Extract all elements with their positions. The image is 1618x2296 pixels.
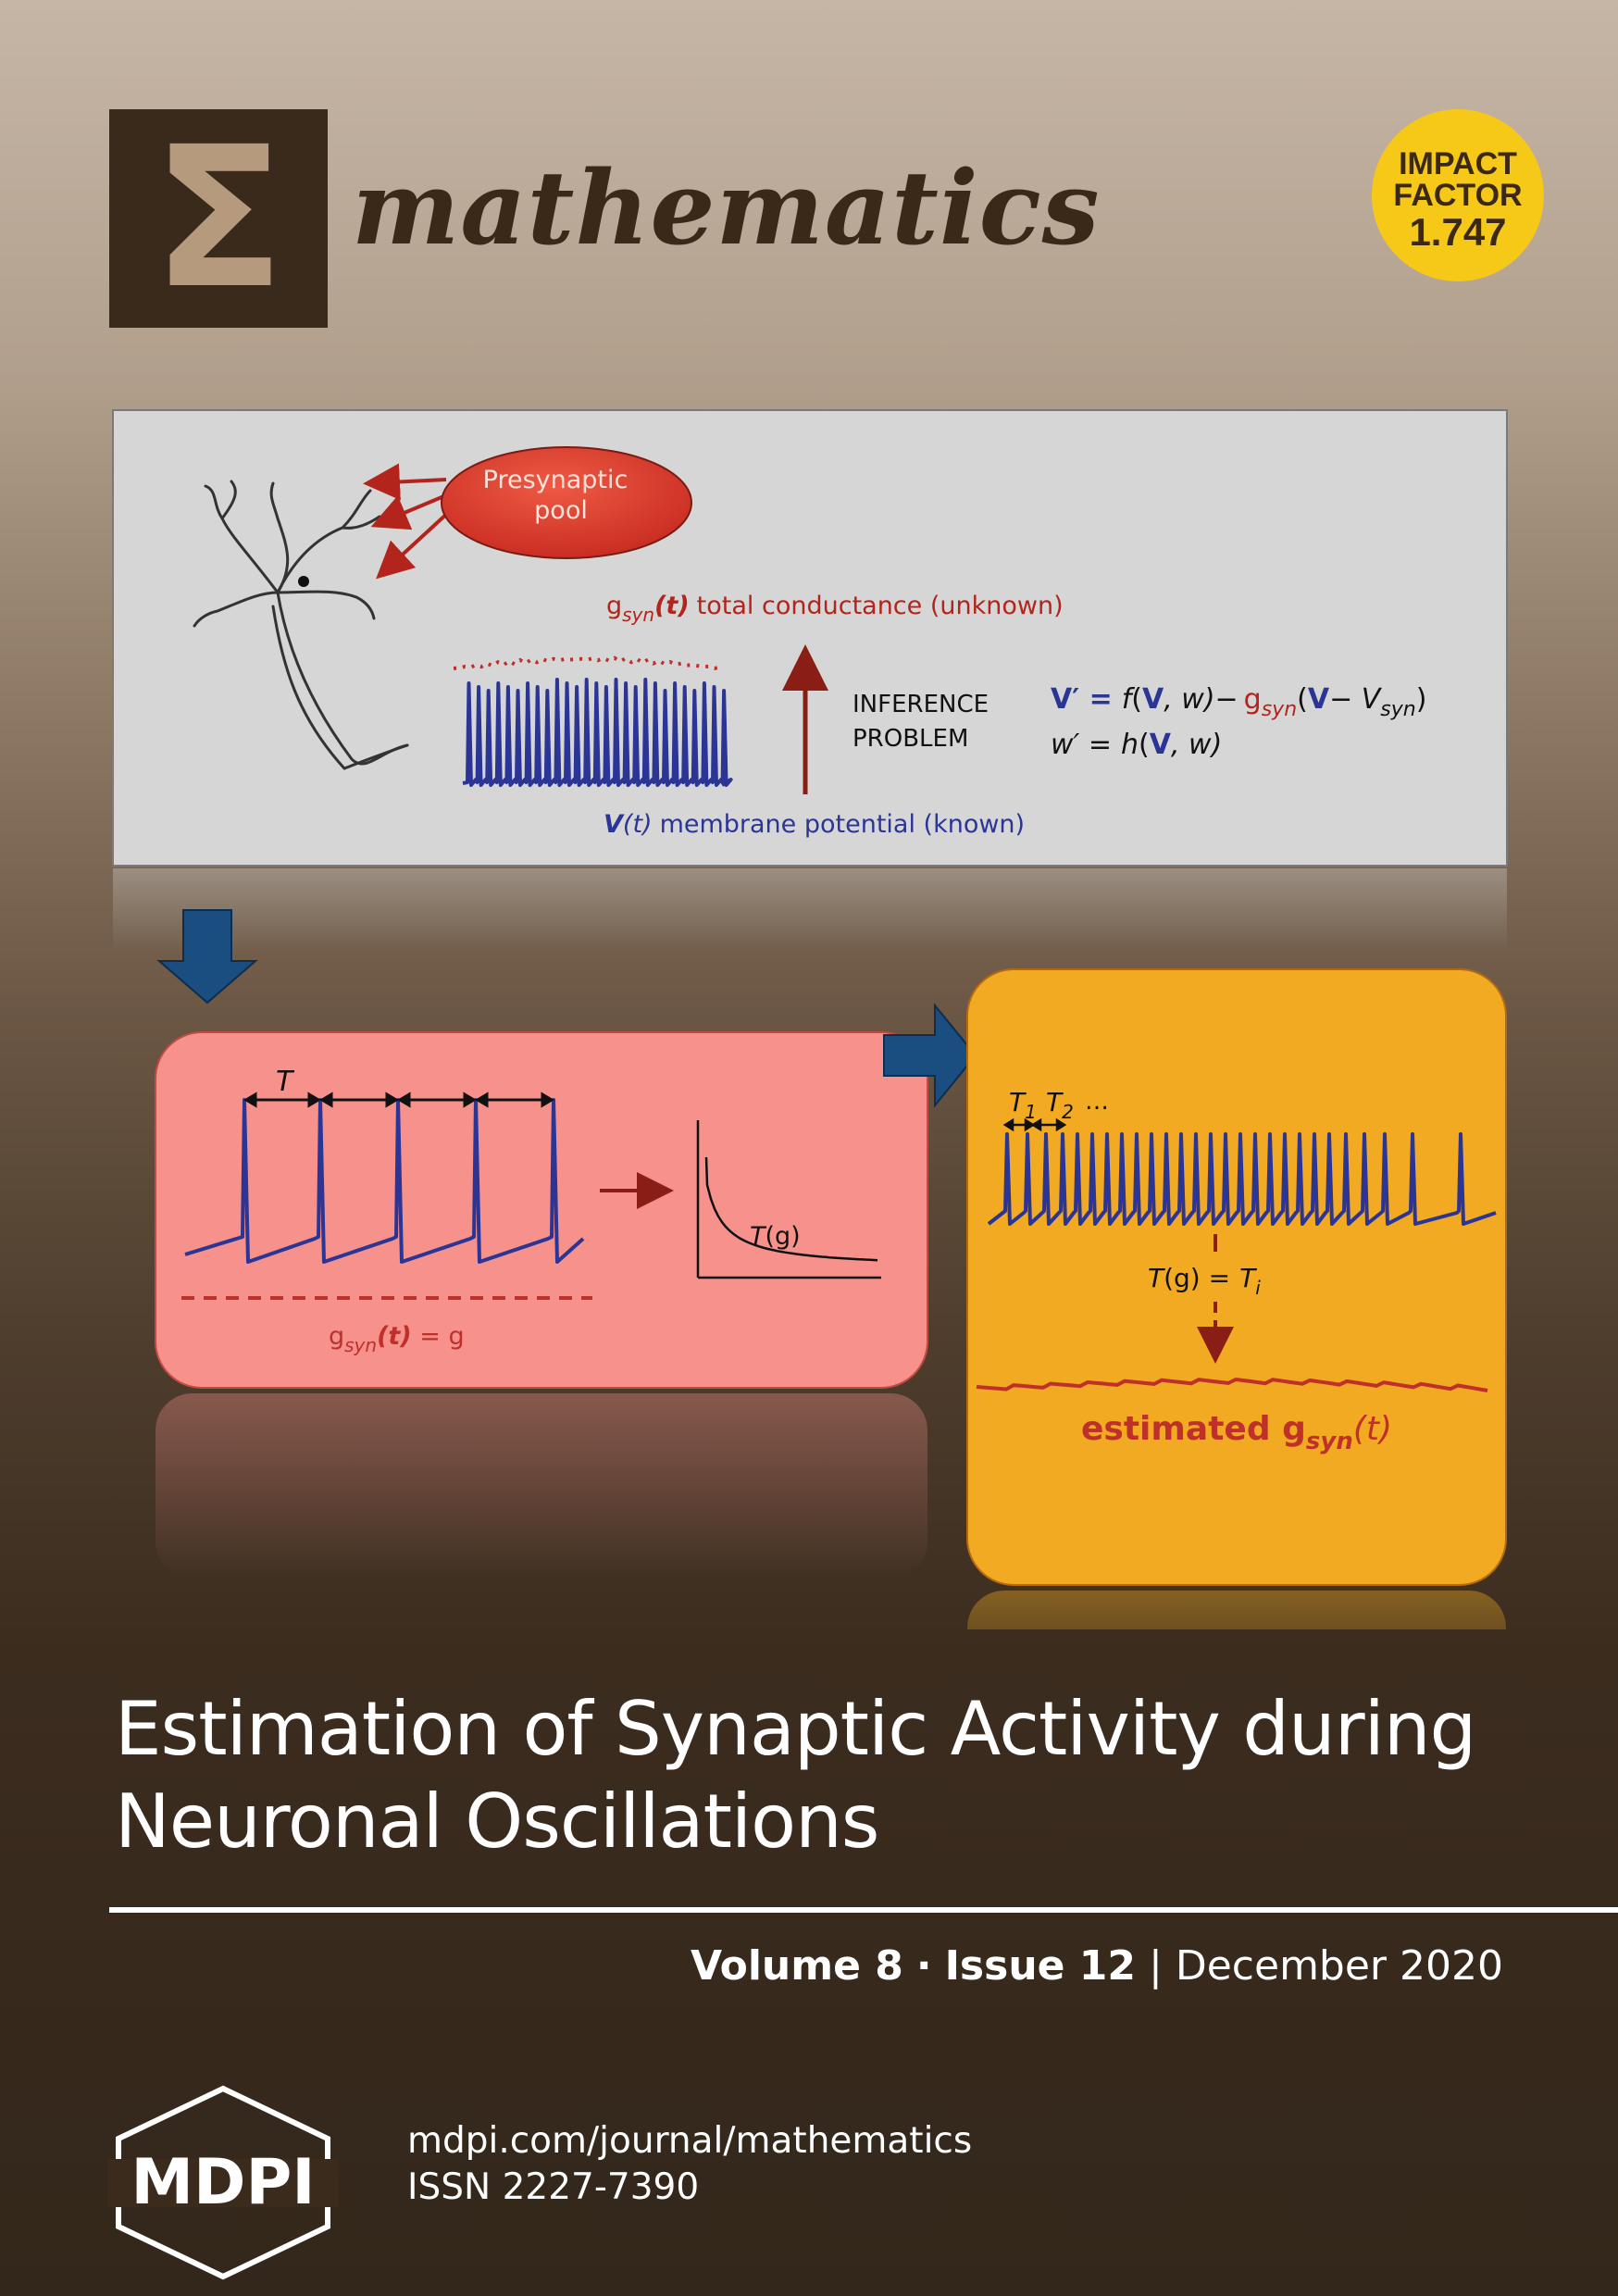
estimated-conductance-line bbox=[976, 1377, 1488, 1392]
t2-label: T2 bbox=[1046, 1087, 1074, 1123]
sigma-icon: Σ bbox=[152, 105, 284, 331]
period-label: T bbox=[276, 1066, 295, 1098]
article-title-line-1: Estimation of Synaptic Activity during bbox=[115, 1686, 1476, 1772]
gsyn-label: gsyn(t)total conductance (unknown) bbox=[606, 592, 1064, 626]
vt-label: V(t)membrane potential (known) bbox=[604, 810, 1025, 839]
impact-factor-value: 1.747 bbox=[1409, 210, 1507, 254]
arrowhead bbox=[243, 1092, 257, 1108]
arrowhead bbox=[541, 1092, 554, 1108]
arrowhead bbox=[397, 1092, 411, 1108]
fixed-conductance-panel: T gsyn(t) = g T(g) bbox=[155, 1031, 928, 1389]
arrowhead bbox=[475, 1092, 489, 1108]
irregular-spike-trace bbox=[987, 1132, 1497, 1226]
estimated-label: estimated gsyn(t) bbox=[1081, 1410, 1392, 1455]
t1-t2-arrows bbox=[1002, 1117, 1067, 1132]
conductance-dotted-line bbox=[453, 655, 721, 670]
inference-panel: Presynaptic pool gsyn(t)total conductanc… bbox=[112, 409, 1508, 867]
equation-2: w′ =h(V, w) bbox=[1051, 729, 1222, 761]
journal-url[interactable]: mdpi.com/journal/mathematics bbox=[407, 2120, 973, 2162]
issue-separator: · bbox=[915, 1942, 932, 1990]
arrowhead bbox=[463, 1092, 477, 1108]
issue-number: Issue 12 bbox=[944, 1942, 1137, 1990]
top-panel-reflection bbox=[113, 868, 1507, 952]
mdpi-logo-text: MDPI bbox=[131, 2146, 315, 2219]
mdpi-logo: MDPI bbox=[107, 2085, 339, 2280]
ellipsis: … bbox=[1085, 1088, 1109, 1116]
period-curve-label: T(g) bbox=[750, 1222, 801, 1251]
equation-1: V′ =f(V, w)−gsyn(V− Vsyn) bbox=[1051, 683, 1426, 721]
membrane-potential-trace bbox=[462, 678, 733, 787]
right-panel-reflection bbox=[967, 1591, 1506, 1629]
t1-label: T1 bbox=[1009, 1087, 1037, 1123]
title-divider bbox=[109, 1907, 1618, 1913]
left-panel-reflection bbox=[156, 1393, 927, 1578]
article-title: Estimation of Synaptic Activity during N… bbox=[115, 1683, 1559, 1868]
period-relation: T(g) =Ti bbox=[1148, 1263, 1261, 1299]
synaptic-input-arrows bbox=[363, 463, 452, 580]
issue-date: December 2020 bbox=[1175, 1942, 1503, 1990]
gsyn-constant-label: gsyn(t) = g bbox=[329, 1322, 465, 1356]
journal-logo: Σ bbox=[109, 105, 328, 331]
inference-label-2: PROBLEM bbox=[853, 725, 968, 753]
issn: ISSN 2227-7390 bbox=[407, 2166, 700, 2208]
estimation-panel: T1 T2 … T(g) =Ti estimated gsyn(t) bbox=[966, 968, 1507, 1586]
arrowhead bbox=[319, 1092, 333, 1108]
journal-name: mathematics bbox=[352, 148, 1101, 268]
issue-pipe: | bbox=[1149, 1942, 1163, 1990]
issue-info: Volume 8 · Issue 12 | December 2020 bbox=[691, 1942, 1503, 1990]
inference-label-1: INFERENCE bbox=[853, 691, 989, 718]
volume-label: Volume 8 bbox=[690, 1942, 903, 1990]
svg-text:Σ: Σ bbox=[152, 109, 284, 328]
article-title-line-2: Neuronal Oscillations bbox=[115, 1778, 879, 1865]
presynaptic-label-1: Presynaptic bbox=[483, 466, 629, 494]
period-arrows bbox=[243, 1092, 554, 1108]
down-arrow-icon bbox=[156, 909, 258, 1004]
right-arrow-icon bbox=[883, 1003, 977, 1108]
presynaptic-label-2: pool bbox=[534, 496, 588, 525]
arrowhead bbox=[307, 1092, 321, 1108]
arrowhead bbox=[385, 1092, 399, 1108]
period-curve-plot: T(g) bbox=[696, 1120, 881, 1279]
cover-figure: Presynaptic pool gsyn(t)total conductanc… bbox=[112, 409, 1508, 1629]
neuron-icon bbox=[193, 480, 409, 770]
impact-factor-badge: IMPACT FACTOR 1.747 bbox=[1372, 109, 1544, 281]
impact-factor-line2: FACTOR bbox=[1393, 178, 1523, 213]
presynaptic-pool bbox=[441, 446, 692, 559]
impact-factor-line1: IMPACT bbox=[1399, 146, 1517, 181]
